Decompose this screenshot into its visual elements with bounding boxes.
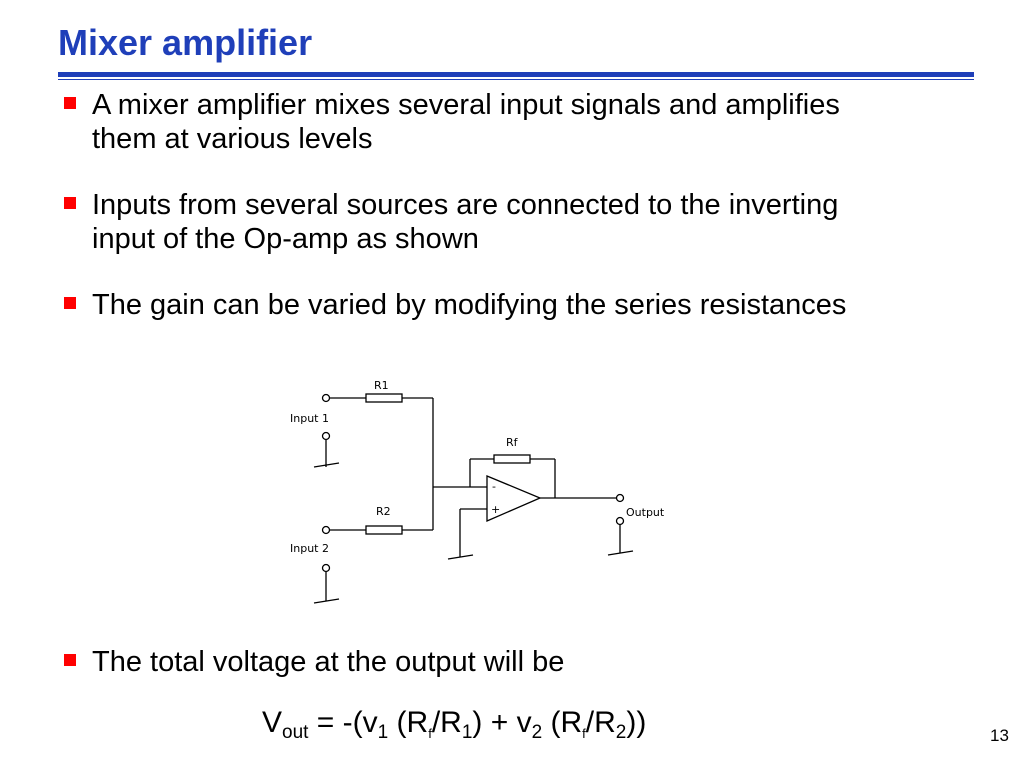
formula-part: (R [542, 706, 583, 739]
bullet-item: A mixer amplifier mixes several input si… [62, 88, 962, 156]
ground-input1 [313, 462, 340, 468]
input1-terminal-bottom [321, 431, 331, 441]
input2-label: Input 2 [290, 542, 329, 555]
formula-part: ) + v [472, 706, 532, 739]
title-underline [58, 72, 974, 77]
output-voltage-formula: Vout = -(v1 (Rf/R1) + v2 (Rf/R2)) [262, 706, 646, 744]
bullet-text: The gain can be varied by modifying the … [92, 289, 847, 321]
page-title: Mixer amplifier [58, 22, 313, 63]
ground-output [607, 550, 634, 556]
formula-part: /R [585, 706, 616, 739]
formula-part: V [262, 706, 283, 739]
output-terminal-top [615, 493, 625, 503]
formula-subscript: f [582, 726, 586, 741]
formula-subscript: f [428, 726, 432, 741]
bullet-text: The total voltage at the output will be [92, 646, 565, 678]
inverting-sign: - [492, 480, 496, 493]
output-label: Output [626, 506, 665, 519]
formula-part: (R [388, 706, 429, 739]
bullet-square-icon [64, 197, 76, 209]
formula-subscript: 1 [377, 722, 389, 743]
input2-terminal-bottom [321, 563, 331, 573]
bullet-text: A mixer amplifier mixes several input si… [92, 89, 840, 155]
input1-terminal-top [321, 393, 331, 403]
formula-part: = -(v [308, 706, 378, 739]
resistor-r2 [365, 525, 403, 535]
bullet-item: Inputs from several sources are connecte… [62, 188, 962, 256]
title-underline-thin [58, 79, 974, 80]
formula-subscript: 1 [461, 722, 473, 743]
bullet-list: A mixer amplifier mixes several input si… [62, 88, 962, 354]
input2-terminal-top [321, 525, 331, 535]
ground-input2 [313, 598, 340, 604]
formula-subscript: out [282, 722, 309, 743]
resistor-r1 [365, 393, 403, 403]
formula-subscript: 2 [615, 722, 627, 743]
resistor-rf [493, 454, 531, 464]
formula-part: )) [626, 706, 647, 739]
page-number: 13 [990, 726, 1009, 745]
bullet-square-icon [64, 654, 76, 666]
opamp-triangle [486, 475, 542, 522]
formula-subscript: 2 [531, 722, 543, 743]
input1-label: Input 1 [290, 412, 329, 425]
bullet-square-icon [64, 297, 76, 309]
bullet-square-icon [64, 97, 76, 109]
bullet-item: The total voltage at the output will be [62, 645, 992, 679]
r2-label: R2 [376, 505, 391, 518]
formula-part: /R [431, 706, 462, 739]
output-terminal-bottom [615, 516, 625, 526]
rf-label: Rf [506, 436, 519, 449]
bullet-text: Inputs from several sources are connecte… [92, 189, 839, 255]
noninverting-sign: + [491, 503, 500, 516]
ground-noninverting [447, 554, 474, 560]
bullet-item: The gain can be varied by modifying the … [62, 288, 962, 322]
r1-label: R1 [374, 379, 389, 392]
